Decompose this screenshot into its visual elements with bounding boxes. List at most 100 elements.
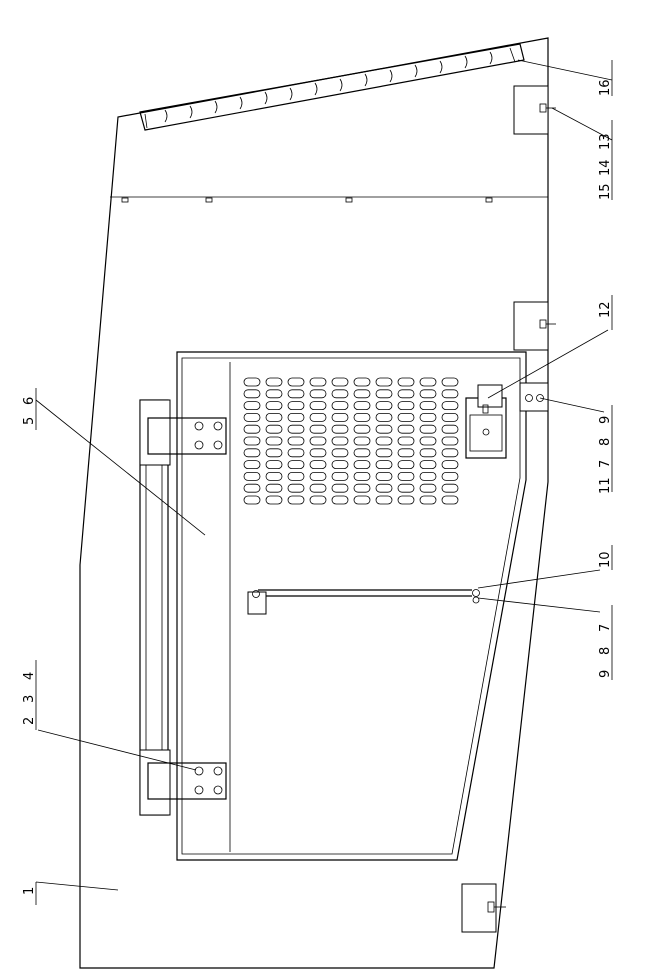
vent-slot	[243, 483, 261, 493]
vent-slot	[265, 483, 283, 493]
label-5: 5	[22, 417, 37, 425]
vent-slot	[397, 460, 415, 470]
vent-slot	[397, 448, 415, 458]
vent-slot	[331, 436, 349, 446]
vent-slot	[375, 389, 393, 399]
vent-slot	[265, 460, 283, 470]
label-9-lower: 9	[598, 670, 613, 678]
vent-slot	[441, 436, 459, 446]
label-14: 14	[598, 159, 613, 176]
vent-slot	[353, 389, 371, 399]
label-12: 12	[598, 301, 613, 318]
vent-slot	[287, 389, 305, 399]
vent-slot	[441, 483, 459, 493]
vent-slot	[375, 495, 393, 505]
label-4: 4	[22, 672, 37, 680]
vent-slot	[375, 401, 393, 411]
label-2: 2	[22, 717, 37, 725]
vent-slot	[309, 448, 327, 458]
latch-bracket-door	[477, 382, 549, 414]
vent-slot	[353, 377, 371, 387]
vent-slot	[353, 495, 371, 505]
vent-slot	[287, 412, 305, 422]
vent-slot	[287, 448, 305, 458]
vent-slot	[397, 389, 415, 399]
vent-slot	[419, 436, 437, 446]
vent-slot	[397, 412, 415, 422]
vent-slot	[287, 460, 305, 470]
vent-slot	[331, 471, 349, 481]
vent-slot	[397, 436, 415, 446]
vent-slot	[265, 377, 283, 387]
vent-slot	[441, 412, 459, 422]
part-labels: 1 2 3 4 5 6 10 9 8 7 11 7 8 9 12 15 14 1…	[22, 79, 613, 895]
vent-slot	[375, 448, 393, 458]
vent-slot	[287, 377, 305, 387]
label-6: 6	[22, 397, 37, 405]
vent-slot	[375, 471, 393, 481]
vent-slot	[375, 377, 393, 387]
vent-slot	[243, 401, 261, 411]
vent-slot	[419, 401, 437, 411]
vent-slot	[353, 448, 371, 458]
vent-slot	[331, 389, 349, 399]
vent-slot	[397, 495, 415, 505]
vent-slot	[331, 424, 349, 434]
vent-slot	[397, 424, 415, 434]
label-1: 1	[22, 887, 37, 895]
vent-slot	[309, 401, 327, 411]
vent-slot	[265, 401, 283, 411]
hinge-bottom	[139, 749, 227, 816]
vent-slot	[419, 424, 437, 434]
label-10: 10	[598, 551, 613, 568]
door-frame	[176, 351, 527, 861]
vent-slot	[419, 483, 437, 493]
vent-slot	[353, 483, 371, 493]
vent-slot	[287, 401, 305, 411]
vent-slot	[309, 436, 327, 446]
vent-slot	[287, 436, 305, 446]
vent-slot	[243, 448, 261, 458]
label-15: 15	[598, 183, 613, 200]
vent-slot	[375, 436, 393, 446]
vent-slot	[331, 412, 349, 422]
vent-slot	[353, 460, 371, 470]
vent-slot	[287, 471, 305, 481]
vent-slot	[309, 377, 327, 387]
vent-slot	[331, 483, 349, 493]
latch-bracket-middle	[513, 301, 556, 351]
vent-slot	[419, 471, 437, 481]
vent-slot	[375, 483, 393, 493]
leader-lines	[35, 59, 613, 905]
vent-slot	[331, 448, 349, 458]
vent-slot	[331, 460, 349, 470]
vent-slot	[243, 436, 261, 446]
label-8-lower: 8	[598, 647, 613, 655]
vent-slot	[441, 448, 459, 458]
vent-slot	[265, 412, 283, 422]
vent-slot	[441, 377, 459, 387]
vent-slot	[353, 436, 371, 446]
label-3: 3	[22, 695, 37, 703]
label-16: 16	[598, 79, 613, 96]
vent-slot	[353, 401, 371, 411]
vent-slot	[419, 412, 437, 422]
vent-slot	[331, 401, 349, 411]
vent-slot	[419, 389, 437, 399]
vent-slot	[331, 495, 349, 505]
vent-slot	[375, 412, 393, 422]
vent-slot	[309, 460, 327, 470]
vent-slot	[441, 460, 459, 470]
vent-slot	[441, 389, 459, 399]
label-8-upper: 8	[598, 438, 613, 446]
hinge-top	[139, 399, 227, 466]
vent-slot	[287, 424, 305, 434]
vent-slot	[441, 424, 459, 434]
latch-bracket-bottom	[461, 883, 506, 933]
label-13: 13	[598, 133, 613, 150]
ventilation-slots	[243, 377, 459, 505]
vent-slot	[243, 412, 261, 422]
vent-slot	[419, 448, 437, 458]
vent-slot	[265, 436, 283, 446]
